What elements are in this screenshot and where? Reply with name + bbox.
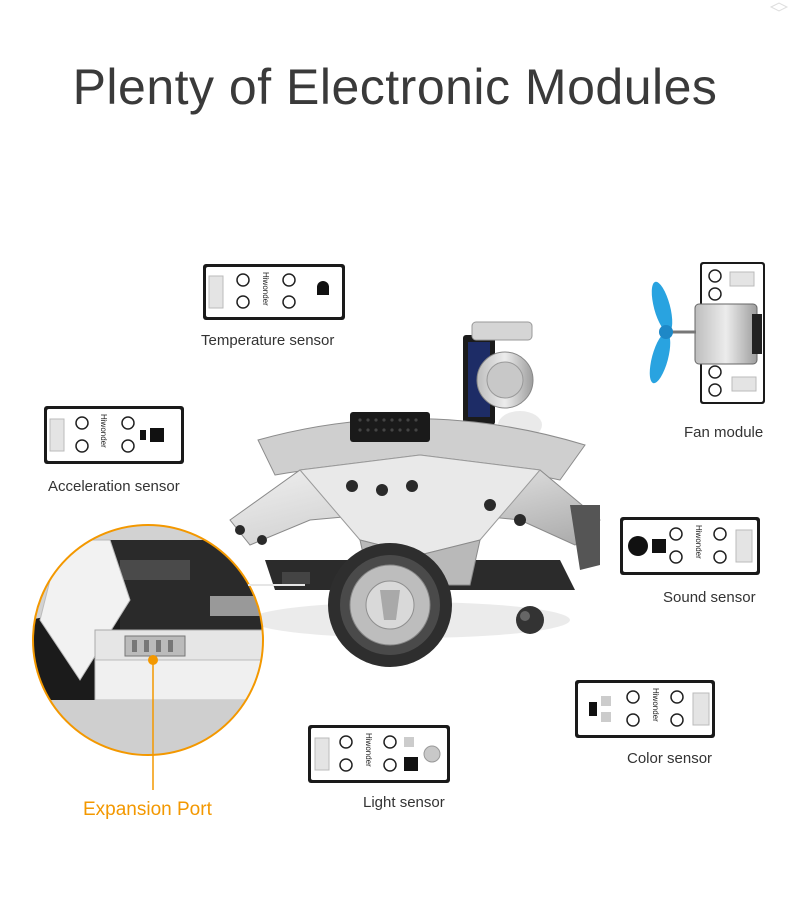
module-brand-text: Hiwonder [364, 733, 373, 767]
module-brand-text: Hiwonder [99, 414, 108, 448]
propeller-icon [649, 281, 673, 384]
acceleration-sensor-module: Hiwonder [44, 406, 184, 464]
temperature-sensor-label: Temperature sensor [201, 332, 335, 349]
acceleration-sensor-label: Acceleration sensor [48, 478, 180, 495]
sound-sensor-label: Sound sensor [663, 589, 756, 606]
temperature-sensor-module: Hiwonder [203, 264, 345, 320]
color-sensor-module: Hiwonder [575, 680, 715, 738]
fan-module-label: Fan module [684, 424, 764, 441]
light-sensor-module: Hiwonder [308, 725, 450, 783]
corner-arrow-icon [770, 2, 788, 12]
module-brand-text: Hiwonder [651, 688, 660, 722]
robot-car [229, 321, 601, 667]
expansion-port-zoom [32, 524, 305, 790]
page-title: Plenty of Electronic Modules [72, 59, 718, 115]
expansion-port-label: Expansion Port [83, 799, 212, 820]
sound-sensor-module: Hiwonder [620, 517, 760, 575]
fan-module [649, 262, 765, 404]
color-sensor-label: Color sensor [627, 750, 713, 767]
module-brand-text: Hiwonder [694, 525, 703, 559]
module-brand-text: Hiwonder [261, 272, 270, 306]
light-sensor-label: Light sensor [363, 794, 445, 811]
